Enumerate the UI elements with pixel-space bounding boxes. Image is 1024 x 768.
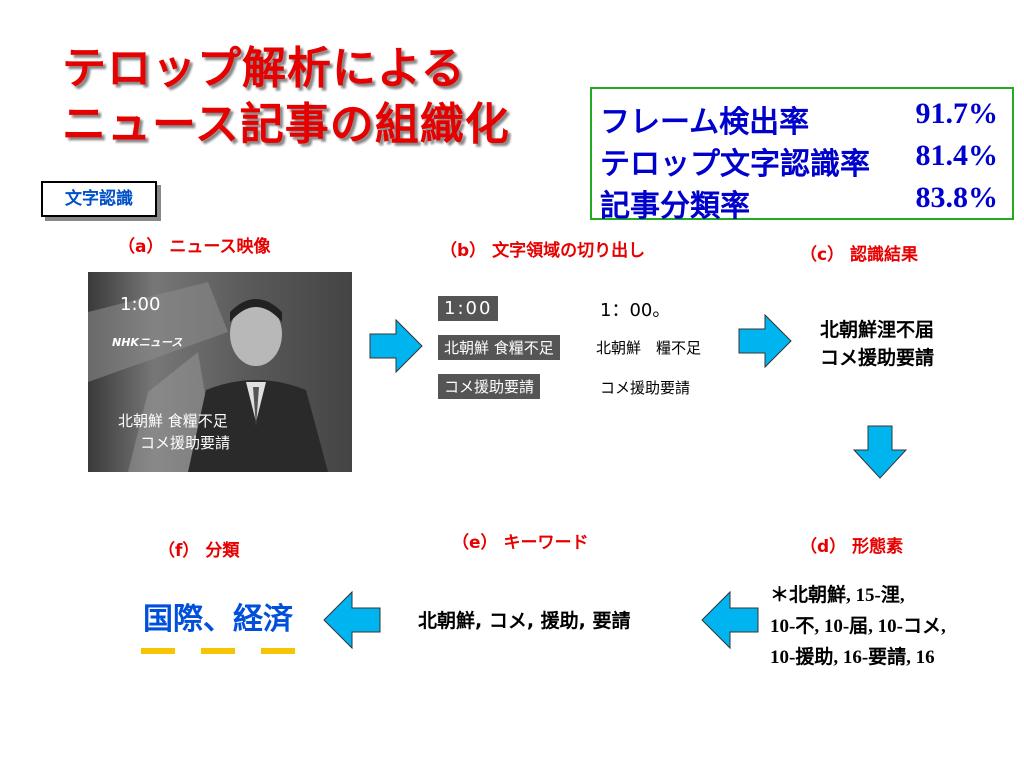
stat-label-character-recognition: テロップ文字認識率	[600, 147, 870, 182]
keyword-list: 北朝鮮, コメ, 援助, 要請	[418, 610, 631, 632]
arrow-right-icon	[369, 318, 423, 374]
classification-result: 国際、経済	[143, 602, 293, 637]
caption-classification: （f） 分類	[158, 541, 240, 561]
nhk-logo: NHKニュース	[112, 336, 183, 349]
binarized-text-line-1: 北朝鮮 糧不足	[596, 339, 702, 357]
news-video-frame: 1:00 NHKニュース 北朝鮮 食糧不足 コメ援助要請	[88, 272, 352, 472]
underline-dash	[141, 648, 175, 654]
video-time-overlay: 1:00	[120, 294, 161, 315]
stat-value-character-recognition: 81.4%	[915, 139, 999, 172]
arrow-left-icon	[323, 590, 381, 650]
arrow-down-icon	[852, 425, 908, 479]
morpheme-line-2: 10-不, 10-届, 10-コメ,	[770, 616, 946, 637]
binarized-text-time: 1：00。	[600, 300, 671, 321]
stat-value-article-classification: 83.8%	[915, 181, 999, 214]
stat-label-article-classification: 記事分類率	[600, 189, 750, 224]
arrow-left-icon	[701, 590, 759, 650]
binarized-text-line-2: コメ援助要請	[600, 379, 691, 397]
morpheme-line-1: ＊北朝鮮, 15-浬,	[770, 585, 905, 606]
morpheme-line-3: 10-援助, 16-要請, 16	[770, 647, 935, 668]
caption-recognition-result: （c） 認識結果	[800, 245, 918, 265]
caption-news-video: （a） ニュース映像	[118, 237, 271, 257]
caption-text-region-extraction: （b） 文字領域の切り出し	[440, 241, 646, 261]
recognition-result-line-2: コメ援助要請	[820, 347, 935, 369]
recognition-result-line-1: 北朝鮮浬不届	[820, 319, 935, 341]
caption-keywords: （e） キーワード	[452, 533, 589, 553]
stat-value-frame-detection: 91.7%	[915, 97, 999, 130]
underline-dash	[261, 648, 295, 654]
cropped-region-line-1: 北朝鮮 食糧不足	[438, 335, 560, 360]
caption-morphemes: （d） 形態素	[800, 537, 904, 557]
character-recognition-badge: 文字認識	[41, 181, 157, 217]
title-line-2: ニュース記事の組織化	[62, 99, 510, 150]
title-line-1: テロップ解析による	[62, 43, 466, 94]
stats-box: フレーム検出率 91.7% テロップ文字認識率 81.4% 記事分類率 83.8…	[590, 87, 1014, 224]
video-telop-line-1: 北朝鮮 食糧不足	[118, 412, 228, 430]
cropped-region-line-2: コメ援助要請	[438, 374, 541, 399]
arrow-right-icon	[738, 313, 792, 369]
stat-label-frame-detection: フレーム検出率	[600, 105, 810, 140]
morpheme-list: ＊北朝鮮, 15-浬, 10-不, 10-届, 10-コメ, 10-援助, 16…	[770, 580, 946, 673]
cropped-region-time: 1:00	[438, 296, 499, 321]
underline-dash	[201, 648, 235, 654]
news-anchor-image	[88, 282, 328, 472]
video-telop-line-2: コメ援助要請	[140, 434, 231, 452]
